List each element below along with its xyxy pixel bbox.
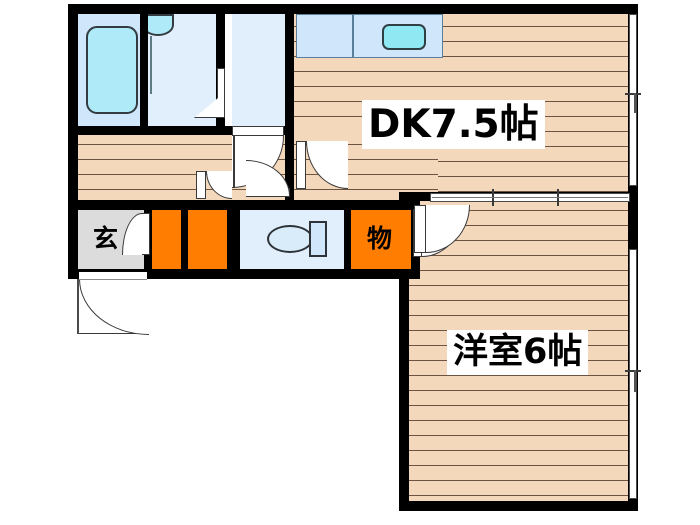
wall-hall-bottom [68,269,413,279]
wall-bath-bottom [68,126,294,135]
kitchen-counter-divider [352,14,354,58]
room-label-storage: 物 [367,224,393,253]
closet-door-leaf[interactable] [196,171,206,199]
hall-door-leaf-1[interactable] [232,126,284,136]
window-bedroom-right [629,249,637,499]
wall-vanity-dk [285,4,294,200]
sliding-door-track [432,197,628,198]
closet-b [187,209,228,269]
window-dk-right-mullion [634,93,636,113]
wall-left-outer [68,4,78,279]
basin-pipe [150,36,152,94]
window-dk-right [629,14,637,186]
wall-toilet-storage [344,200,351,279]
window-bedroom-right-mullion [634,370,636,392]
washroom-door-leaf[interactable] [217,68,225,118]
toilet-tank [309,221,327,257]
entrance-inner-door-leaf[interactable] [141,213,150,255]
kitchen-sink [382,24,426,50]
wall-closet-divider [181,200,188,279]
wall-hall-nub [285,192,294,210]
wall-closet-toilet [227,200,240,279]
bedroom-door-leaf[interactable] [414,205,426,253]
wall-bottom-bedroom [399,501,638,511]
wall-top [68,4,638,14]
closet-a [150,209,182,269]
wall-hall-bottom-top [68,200,413,210]
window-bedroom-right-sash [625,370,641,372]
toilet-bowl [267,225,313,253]
hall-door-leaf-1-edge [233,136,235,188]
wall-left-bedroom [399,269,409,511]
front-door-leaf[interactable] [77,279,80,334]
vanity-floor [232,14,294,126]
room-label-entrance: 玄 [93,224,119,253]
bathtub [86,26,138,114]
room-label-dk: DK7.5帖 [362,100,545,149]
storage-closet [349,209,413,269]
window-dk-right-sash [625,93,641,95]
wall-bath-washroom [140,4,148,135]
hall-door-leaf-2[interactable] [296,141,306,189]
front-door-threshold [79,272,147,280]
room-label-bedroom: 洋室6帖 [447,330,589,375]
